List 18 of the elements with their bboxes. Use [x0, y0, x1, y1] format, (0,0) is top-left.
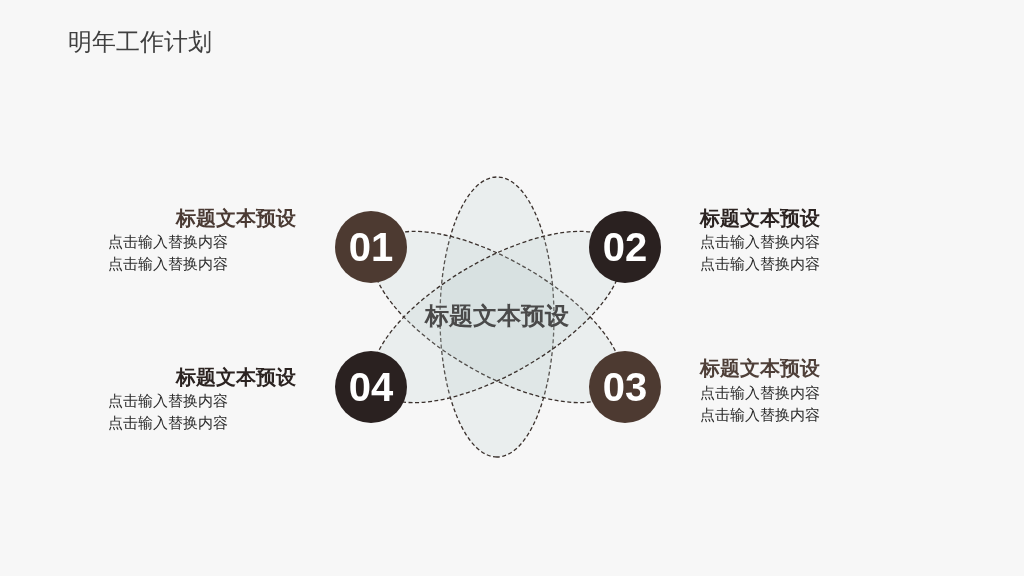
- number-circle: 01: [335, 211, 407, 283]
- number-circle: 04: [335, 351, 407, 423]
- number-circle: 03: [589, 351, 661, 423]
- item-description: 点击输入替换内容: [108, 232, 228, 252]
- item-description: 点击输入替换内容: [108, 412, 228, 433]
- item-description: 点击输入替换内容: [700, 404, 820, 425]
- item-heading: 标题文本预设: [700, 356, 820, 380]
- item-heading: 标题文本预设: [700, 206, 820, 230]
- number-circle: 02: [589, 211, 661, 283]
- item-description: 点击输入替换内容: [700, 383, 820, 403]
- item-description: 点击输入替换内容: [108, 253, 228, 274]
- item-heading: 标题文本预设: [176, 206, 296, 230]
- item-description: 点击输入替换内容: [108, 391, 228, 411]
- item-description: 点击输入替换内容: [700, 232, 820, 252]
- page-title: 明年工作计划: [68, 27, 212, 57]
- item-description: 点击输入替换内容: [700, 253, 820, 274]
- center-title: 标题文本预设: [425, 301, 569, 331]
- item-heading: 标题文本预设: [176, 365, 296, 389]
